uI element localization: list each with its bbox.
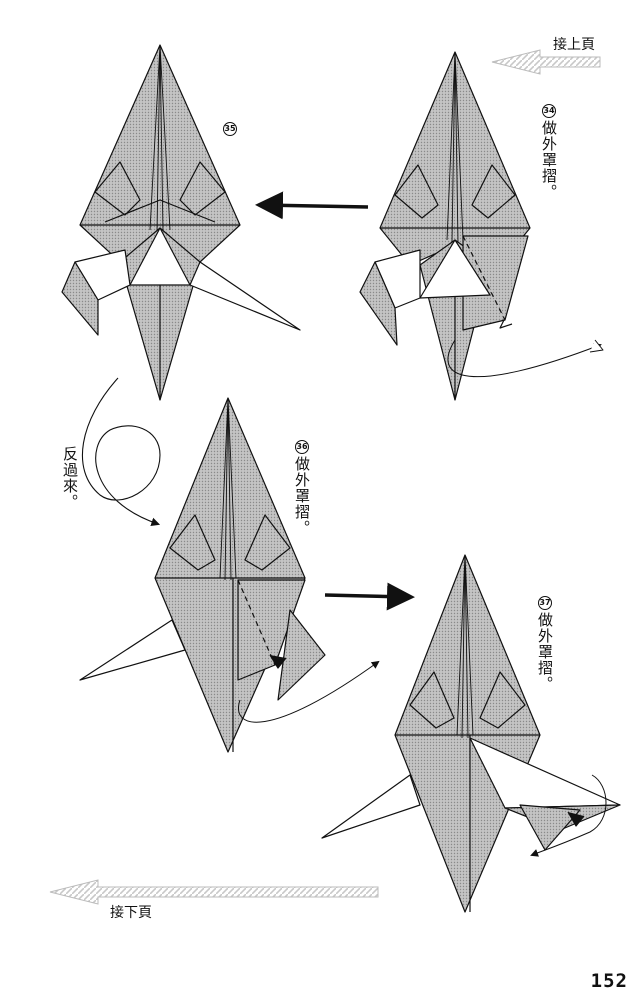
next-page-arrow[interactable] [49, 879, 379, 905]
flip-instruction: 反過來。 [61, 446, 79, 510]
step-35-model [61, 44, 301, 401]
step-36-number: 36 [295, 440, 309, 454]
step-37-instruction: 做外罩摺。 [536, 612, 554, 692]
step-transition-arrow [255, 191, 369, 220]
step-37-number: 37 [538, 596, 552, 610]
step-35-number: 35 [223, 122, 237, 136]
page-number: 152 [590, 970, 628, 992]
prev-page-label: 接上頁 [553, 37, 595, 53]
next-page-label: 接下頁 [110, 905, 152, 921]
step-34-number: 34 [542, 104, 556, 118]
flip-arrow [81, 377, 161, 527]
step-36-instruction: 做外罩摺。 [293, 456, 311, 536]
step-transition-arrow [324, 582, 415, 611]
step-37-model [321, 554, 621, 913]
step-34-model [359, 51, 604, 401]
prev-page-arrow[interactable] [491, 49, 601, 75]
step-34-instruction: 做外罩摺。 [540, 120, 558, 200]
step-36-model [79, 397, 380, 753]
